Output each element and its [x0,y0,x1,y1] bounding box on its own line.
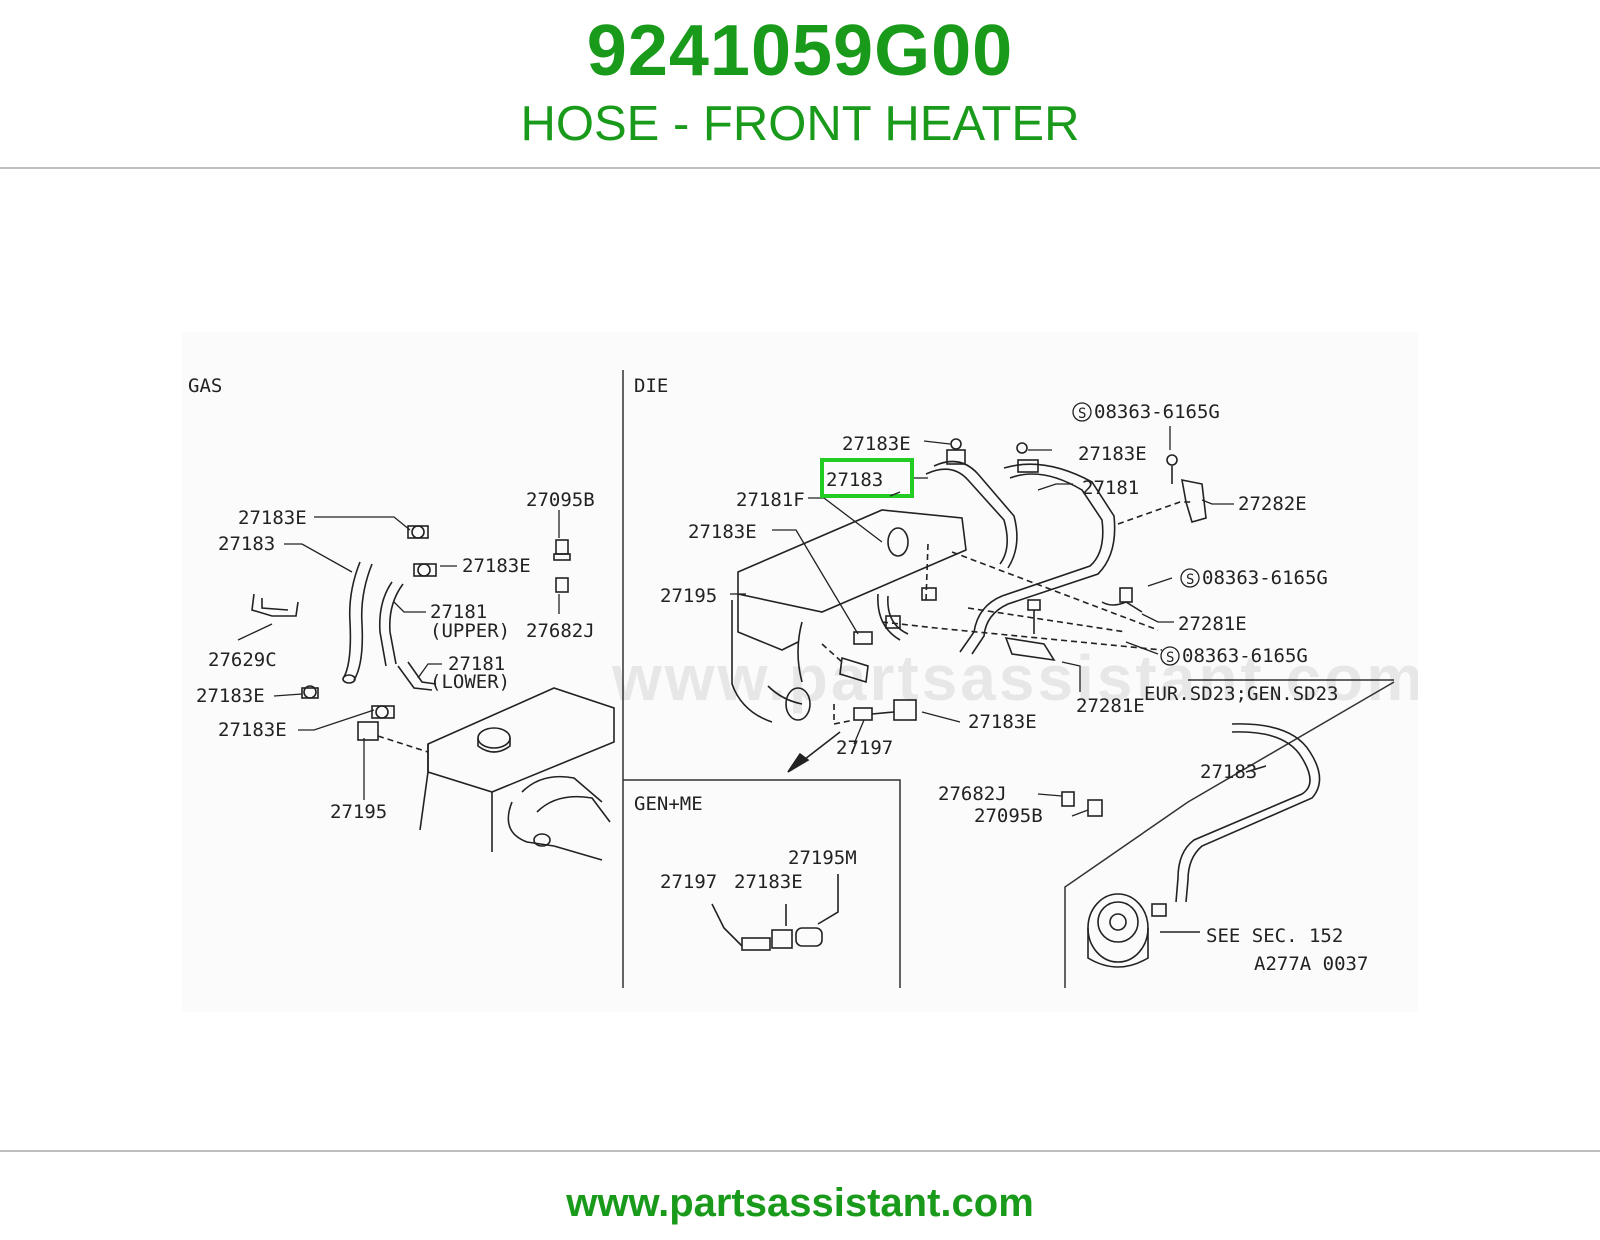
figure-code: A277A 0037 [1254,953,1368,975]
part-label[interactable]: 27282E [1238,493,1307,515]
gen-me-drawing [711,874,839,951]
section-label-gen-me: GEN+ME [634,793,703,815]
part-label[interactable]: 27181F [736,489,805,511]
part-label: (UPPER) [430,620,510,642]
page-header: 9241059G00 HOSE - FRONT HEATER [0,0,1600,168]
s-circle-icon [1180,568,1200,588]
part-label[interactable]: 27183E [1078,443,1147,465]
part-name: HOSE - FRONT HEATER [520,97,1080,151]
part-label[interactable]: 27183 [1200,761,1257,783]
section-dividers [622,370,1395,988]
part-label[interactable]: 27197 [660,871,717,893]
part-label[interactable]: 27183E [688,521,757,543]
part-label[interactable]: 27183E [462,555,531,577]
part-label[interactable]: 08363-6165G [1202,567,1328,589]
die-leader-lines [730,426,1234,817]
section-label-gas: GAS [188,375,222,397]
part-label[interactable]: 27181 [430,601,487,623]
footer-divider [0,1150,1600,1152]
highlight-leader-2 [889,491,901,497]
part-label[interactable]: 27183E [734,871,803,893]
part-label[interactable]: 27195M [788,847,857,869]
part-label[interactable]: 27183E [218,719,287,741]
s-circle-letter: S [1186,572,1194,588]
highlight-box [820,458,914,498]
see-section-note: SEE SEC. 152 [1206,925,1343,947]
part-label[interactable]: 27095B [526,489,595,511]
part-label[interactable]: 27195 [330,801,387,823]
part-number: 9241059G00 [586,11,1014,91]
part-label[interactable]: 27197 [836,737,893,759]
header-divider [0,167,1600,169]
part-label[interactable]: 27183E [842,433,911,455]
part-label[interactable]: 27281E [1076,695,1145,717]
part-label[interactable]: 27183 [218,533,275,555]
part-label[interactable]: 27629C [208,649,277,671]
watermark: www.partsassistant.com [611,642,1418,714]
gas-engine-drawing [251,525,615,861]
part-label[interactable]: 27183E [196,685,265,707]
eur-drawing [1087,723,1321,968]
part-label[interactable]: 27183E [968,711,1037,733]
part-label[interactable]: 08363-6165G [1182,645,1308,667]
s-circle-letter: S [1078,406,1086,422]
s-circle-icon [1072,402,1092,422]
part-label[interactable]: 27682J [938,783,1007,805]
parts-diagram: www.partsassistant.com GAS DIE GEN+ME EU… [182,332,1418,1012]
part-label[interactable]: 27195 [660,585,717,607]
part-label: (LOWER) [430,671,510,693]
section-label-eur: EUR.SD23;GEN.SD23 [1144,683,1338,705]
part-label[interactable]: 08363-6165G [1094,401,1220,423]
part-label[interactable]: 27281E [1178,613,1247,635]
part-label[interactable]: 27183E [238,507,307,529]
part-label[interactable]: 27682J [526,620,595,642]
part-label[interactable]: 27181 [448,653,505,675]
footer-website-link[interactable]: www.partsassistant.com [566,1181,1034,1225]
s-circle-icon [1160,646,1180,666]
highlighted-part-label[interactable]: 27183 [826,469,883,491]
s-circle-letter: S [1166,650,1174,666]
section-label-die: DIE [634,375,668,397]
part-label[interactable]: 27095B [974,805,1043,827]
gas-leader-lines [237,510,560,800]
part-label[interactable]: 27181 [1082,477,1139,499]
